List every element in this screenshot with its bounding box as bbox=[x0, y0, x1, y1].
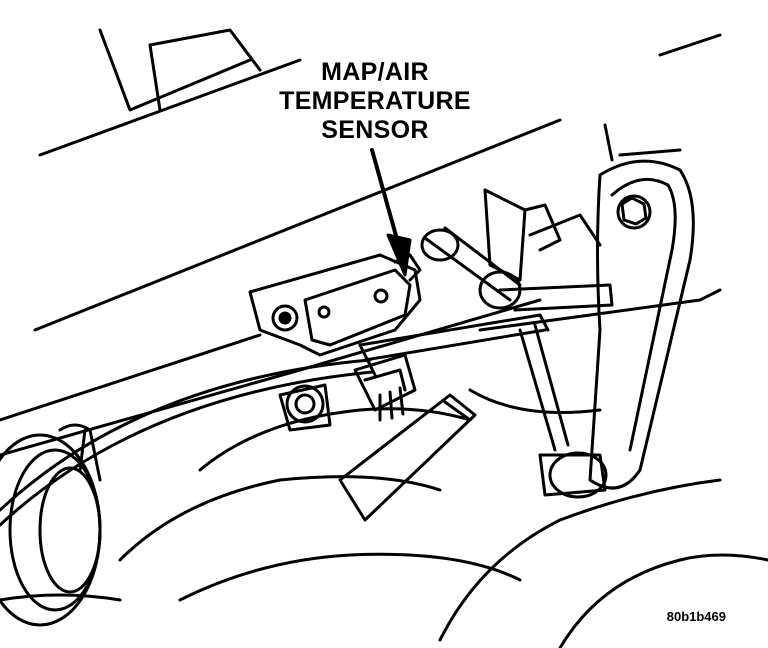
electrical-connector bbox=[353, 353, 417, 422]
vacuum-hoses bbox=[0, 226, 614, 527]
support-arm bbox=[588, 123, 695, 490]
mounting-bracket bbox=[483, 188, 602, 282]
callout-leader bbox=[370, 148, 412, 277]
link-rod bbox=[518, 323, 608, 499]
mounting-stud bbox=[278, 383, 332, 432]
intake-manifold-lower bbox=[0, 288, 768, 648]
callout-line-1: MAP/AIR bbox=[321, 58, 429, 86]
callout-line-3: SENSOR bbox=[321, 116, 429, 144]
intake-manifold-upper bbox=[33, 28, 722, 332]
figure-id: 80b1b469 bbox=[666, 609, 726, 624]
callout-line-2: TEMPERATURE bbox=[279, 87, 471, 115]
wiring-harness bbox=[338, 393, 477, 522]
sensor-callout-label: MAP/AIR TEMPERATURE SENSOR bbox=[250, 58, 500, 145]
map-sensor bbox=[248, 253, 422, 357]
